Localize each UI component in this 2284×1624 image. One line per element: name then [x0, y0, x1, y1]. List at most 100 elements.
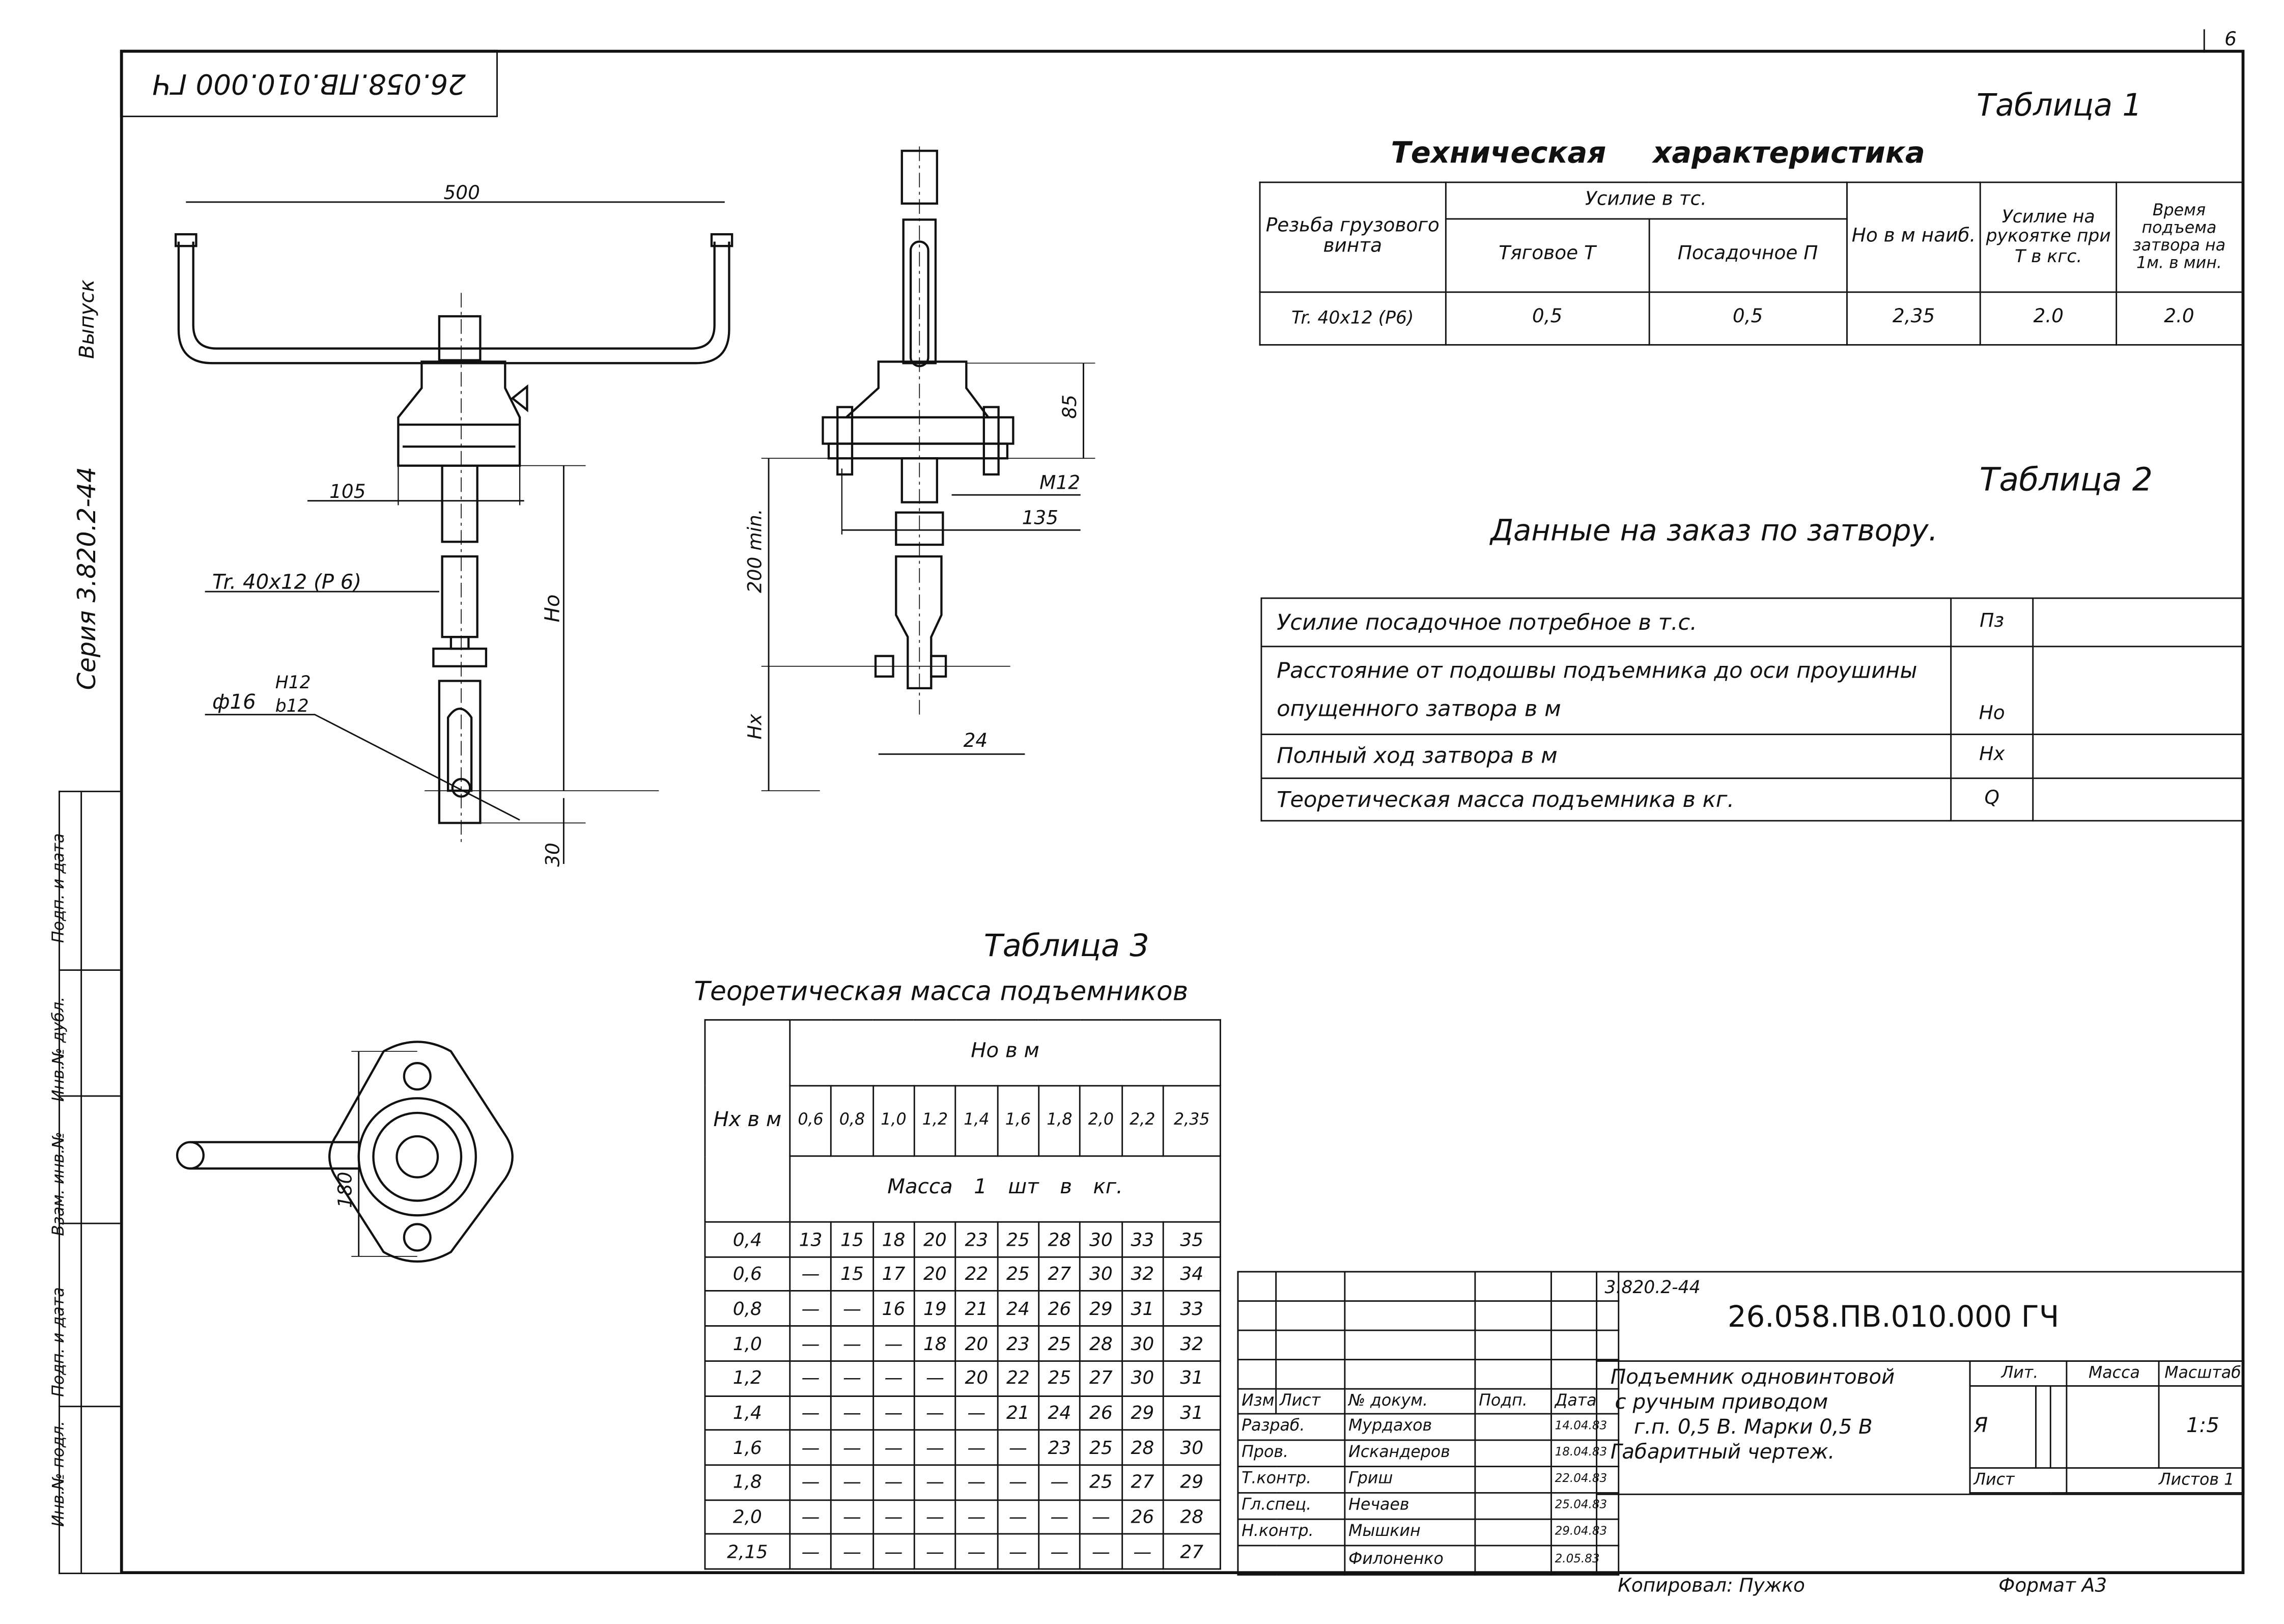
hx-value: 1,6	[704, 1429, 791, 1466]
mass-cell: 23	[955, 1221, 998, 1258]
mass-cell: —	[1121, 1533, 1164, 1570]
table1-caption: Таблица 1	[1977, 88, 2142, 123]
dim-30: 30	[542, 843, 564, 867]
mass-cell: —	[789, 1394, 832, 1431]
mass-cell: 31	[1162, 1360, 1221, 1396]
th-traction: Тяговое Т	[1445, 218, 1650, 293]
staff-role	[1237, 1545, 1346, 1576]
row-value[interactable]	[2032, 597, 2243, 648]
staff-signature	[1474, 1492, 1552, 1520]
table-row: Усилие посадочное потребное в т.с.Пз	[1260, 597, 2243, 648]
mass-cell: 28	[1079, 1325, 1123, 1362]
mass-cell: —	[789, 1464, 832, 1501]
mass-cell: 25	[1038, 1360, 1081, 1396]
mass-cell: —	[789, 1256, 832, 1293]
row-value[interactable]	[2032, 734, 2243, 779]
mass-cell: 18	[913, 1325, 957, 1362]
mass-cell: —	[789, 1429, 832, 1466]
mass-cell: —	[955, 1499, 998, 1535]
mass-cell: 17	[872, 1256, 915, 1293]
dim-24: 24	[964, 729, 988, 751]
mass-cell: 29	[1121, 1394, 1164, 1431]
row-symbol: Нх	[1950, 734, 2034, 779]
mass-cell: —	[789, 1291, 832, 1327]
ho-label: Ho	[541, 595, 565, 623]
mass-cell: —	[830, 1291, 874, 1327]
row-label: Расстояние от подошвы подъемника до оси …	[1260, 646, 1952, 735]
mass-cell: 20	[955, 1360, 998, 1396]
mass-cell: —	[1079, 1499, 1123, 1535]
mass-cell: 31	[1162, 1394, 1221, 1431]
hx-value: 1,2	[704, 1360, 791, 1396]
order-data-table: Усилие посадочное потребное в т.с.Пз Рас…	[1260, 597, 2243, 822]
mass-cell: —	[830, 1360, 874, 1396]
staff-date: 18.04.83	[1550, 1439, 1620, 1468]
title-code: 26.058.ПВ.010.000 ГЧ	[1728, 1299, 2060, 1334]
staff-role: Гл.спец.	[1237, 1492, 1346, 1520]
table-row: Теоретическая масса подъемника в кг.Q	[1260, 777, 2243, 822]
mass-cell: 24	[1038, 1394, 1081, 1431]
row-symbol: Но	[1950, 646, 2034, 735]
table3-caption: Таблица 3	[983, 928, 1149, 964]
staff-role: Пров.	[1237, 1439, 1346, 1468]
name-line: г.п. 0,5 В. Марки 0,5 В	[1633, 1416, 1873, 1440]
mass-cell: —	[913, 1394, 957, 1431]
col-header: Изм.	[1237, 1388, 1277, 1415]
mass-cell: 15	[830, 1221, 874, 1258]
mass-cell: —	[789, 1499, 832, 1535]
gearbox-body	[397, 360, 521, 467]
fit-hole: H12	[275, 673, 311, 693]
row-label: Усилие посадочное потребное в т.с.	[1260, 597, 1952, 648]
mass-cell: 30	[1079, 1221, 1123, 1258]
sheets-label: Листов 1	[2066, 1467, 2245, 1494]
mass-cell: 30	[1162, 1429, 1221, 1466]
mass-cell: 33	[1121, 1221, 1164, 1258]
format-label: Формат А3	[1998, 1575, 2107, 1598]
staff-date: 2.05.83	[1550, 1545, 1620, 1576]
mass-cell: 23	[996, 1325, 1040, 1362]
row-label: Полный ход затвора в м	[1260, 734, 1952, 779]
mass-cell: —	[1038, 1464, 1081, 1501]
row-value[interactable]	[2032, 646, 2243, 735]
mass-cell: —	[1079, 1533, 1123, 1570]
ho-value: 0,8	[830, 1085, 874, 1157]
mass-cell: —	[830, 1325, 874, 1362]
staff-name: Мышкин	[1344, 1518, 1476, 1547]
row-symbol: Пз	[1950, 597, 2034, 648]
staff-role: Т.контр.	[1237, 1466, 1346, 1494]
dim-200-min: 200 min.	[744, 509, 766, 593]
row-value[interactable]	[2032, 777, 2243, 822]
row-label: Теоретическая масса подъемника в кг.	[1260, 777, 1952, 822]
sheet-frame	[120, 49, 2245, 1575]
mass-cell: —	[996, 1464, 1040, 1501]
row-symbol: Q	[1950, 777, 2034, 822]
cell-handle: 2.0	[1980, 291, 2117, 346]
hx-value: 0,6	[704, 1256, 791, 1293]
mass-cell: 23	[1038, 1429, 1081, 1466]
mass-cell: 26	[1121, 1499, 1164, 1535]
hx-value: 1,8	[704, 1464, 791, 1501]
mass-cell: 22	[996, 1360, 1040, 1396]
mass-cell: —	[830, 1533, 874, 1570]
technical-characteristics-table: Резьба грузового винта Усилие в тс. Но в…	[1259, 181, 2243, 346]
mass-cell: —	[872, 1499, 915, 1535]
mass-cell: —	[1038, 1499, 1081, 1535]
ho-value: 1,2	[913, 1085, 957, 1157]
staff-date: 29.04.83	[1550, 1518, 1620, 1547]
mass-cell: 28	[1162, 1499, 1221, 1535]
th-mass: Масса 1 шт в кг.	[789, 1155, 1221, 1223]
m12-label: M12	[1039, 471, 1080, 494]
staff-signature	[1474, 1413, 1552, 1441]
mass-cell: —	[955, 1533, 998, 1570]
sheet-label: Лист	[1969, 1467, 2068, 1494]
th-hx: Нх в м	[704, 1019, 791, 1223]
dim-180: 180	[333, 1172, 356, 1208]
scale-label: Масштаб	[2158, 1360, 2245, 1387]
